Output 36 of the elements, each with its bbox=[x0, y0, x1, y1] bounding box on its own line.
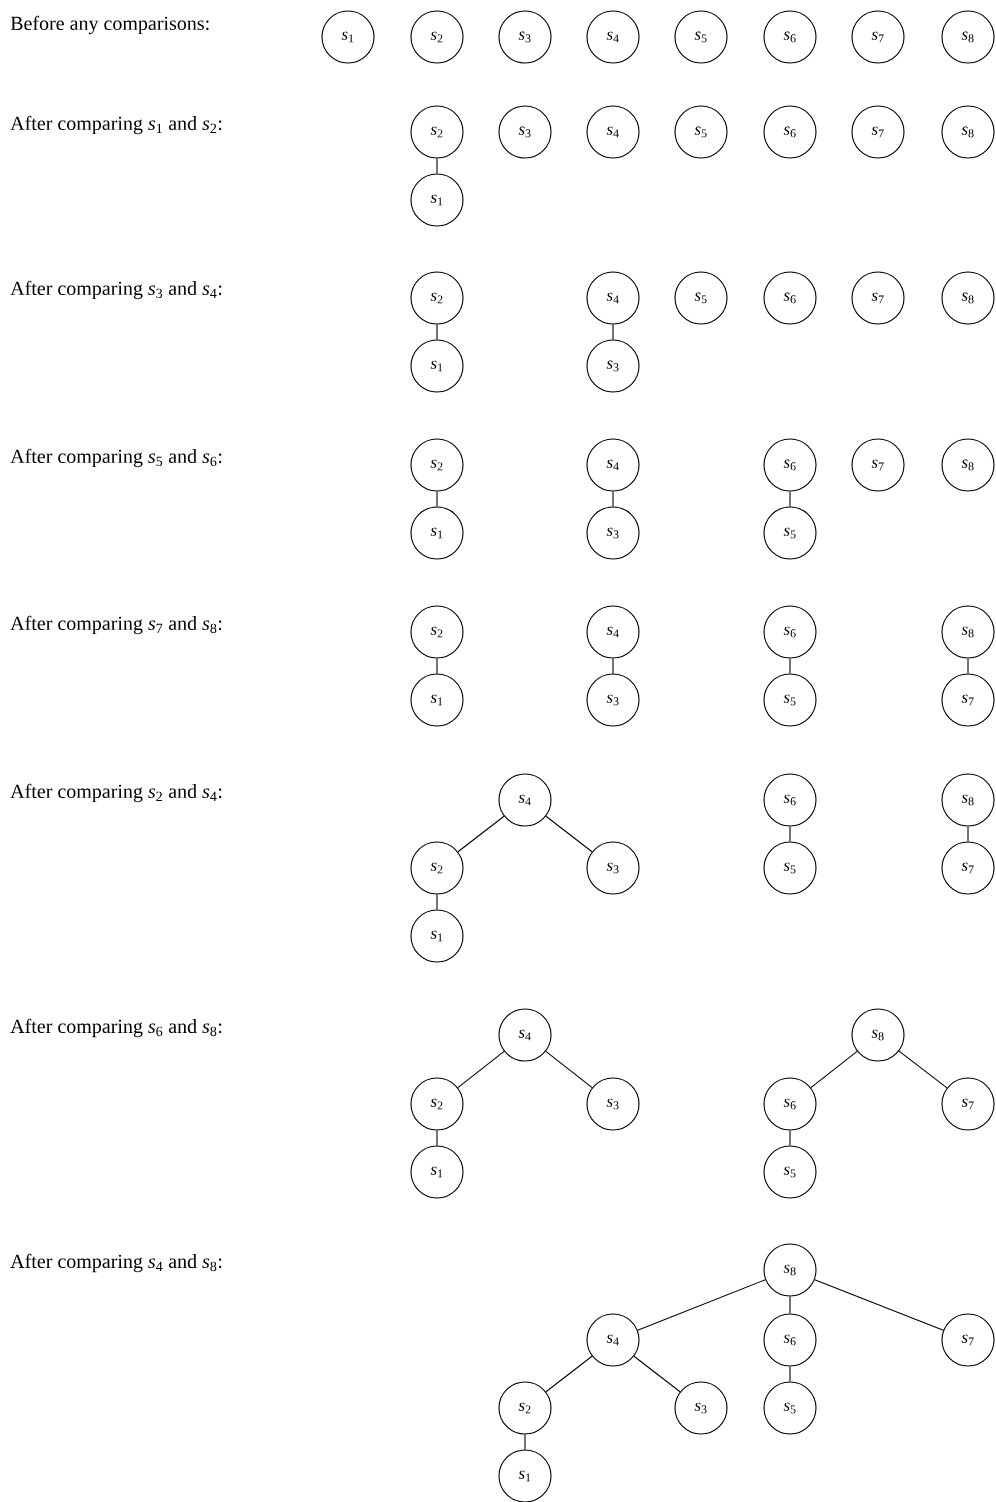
step-caption: After comparing s$_{4}$ and s$_{8}$: bbox=[10, 1253, 222, 1273]
tree-edge bbox=[436, 1130, 438, 1146]
tree-edge bbox=[436, 658, 438, 674]
step-caption: Before any comparisons: bbox=[10, 15, 209, 35]
tree-edge bbox=[612, 324, 614, 340]
step-caption: After comparing s$_{1}$ and s$_{2}$: bbox=[10, 115, 222, 135]
tree-edge bbox=[633, 1355, 681, 1393]
tree-edge bbox=[612, 658, 614, 674]
tree-edge bbox=[637, 1279, 766, 1331]
tree-edge bbox=[545, 1050, 593, 1089]
tree-edge bbox=[789, 1296, 791, 1314]
tree-edge bbox=[898, 1050, 948, 1089]
tree-edge bbox=[789, 491, 791, 507]
tree-edge bbox=[436, 491, 438, 507]
tree-edge bbox=[814, 1279, 944, 1331]
step-caption: After comparing s$_{2}$ and s$_{4}$: bbox=[10, 783, 222, 803]
tree-edge bbox=[545, 815, 593, 853]
step-caption: After comparing s$_{5}$ and s$_{6}$: bbox=[10, 448, 222, 468]
tree-edge bbox=[967, 826, 969, 842]
tree-edge bbox=[612, 491, 614, 507]
tree-edge bbox=[967, 658, 969, 674]
tree-edge bbox=[436, 158, 438, 174]
tree-edge bbox=[436, 894, 438, 910]
step-caption: After comparing s$_{7}$ and s$_{8}$: bbox=[10, 615, 222, 635]
tree-edge bbox=[789, 1130, 791, 1146]
step-caption: After comparing s$_{3}$ and s$_{4}$: bbox=[10, 280, 222, 300]
tree-edge bbox=[524, 1434, 526, 1450]
tree-edge bbox=[810, 1050, 858, 1089]
step-caption: After comparing s$_{6}$ and s$_{8}$: bbox=[10, 1018, 222, 1038]
tree-edge bbox=[789, 1366, 791, 1382]
tree-edge bbox=[436, 324, 438, 340]
tree-edge bbox=[457, 815, 505, 853]
tree-edge bbox=[545, 1355, 593, 1393]
tree-edge bbox=[789, 826, 791, 842]
tree-edge bbox=[789, 658, 791, 674]
tree-edge bbox=[457, 1050, 505, 1089]
